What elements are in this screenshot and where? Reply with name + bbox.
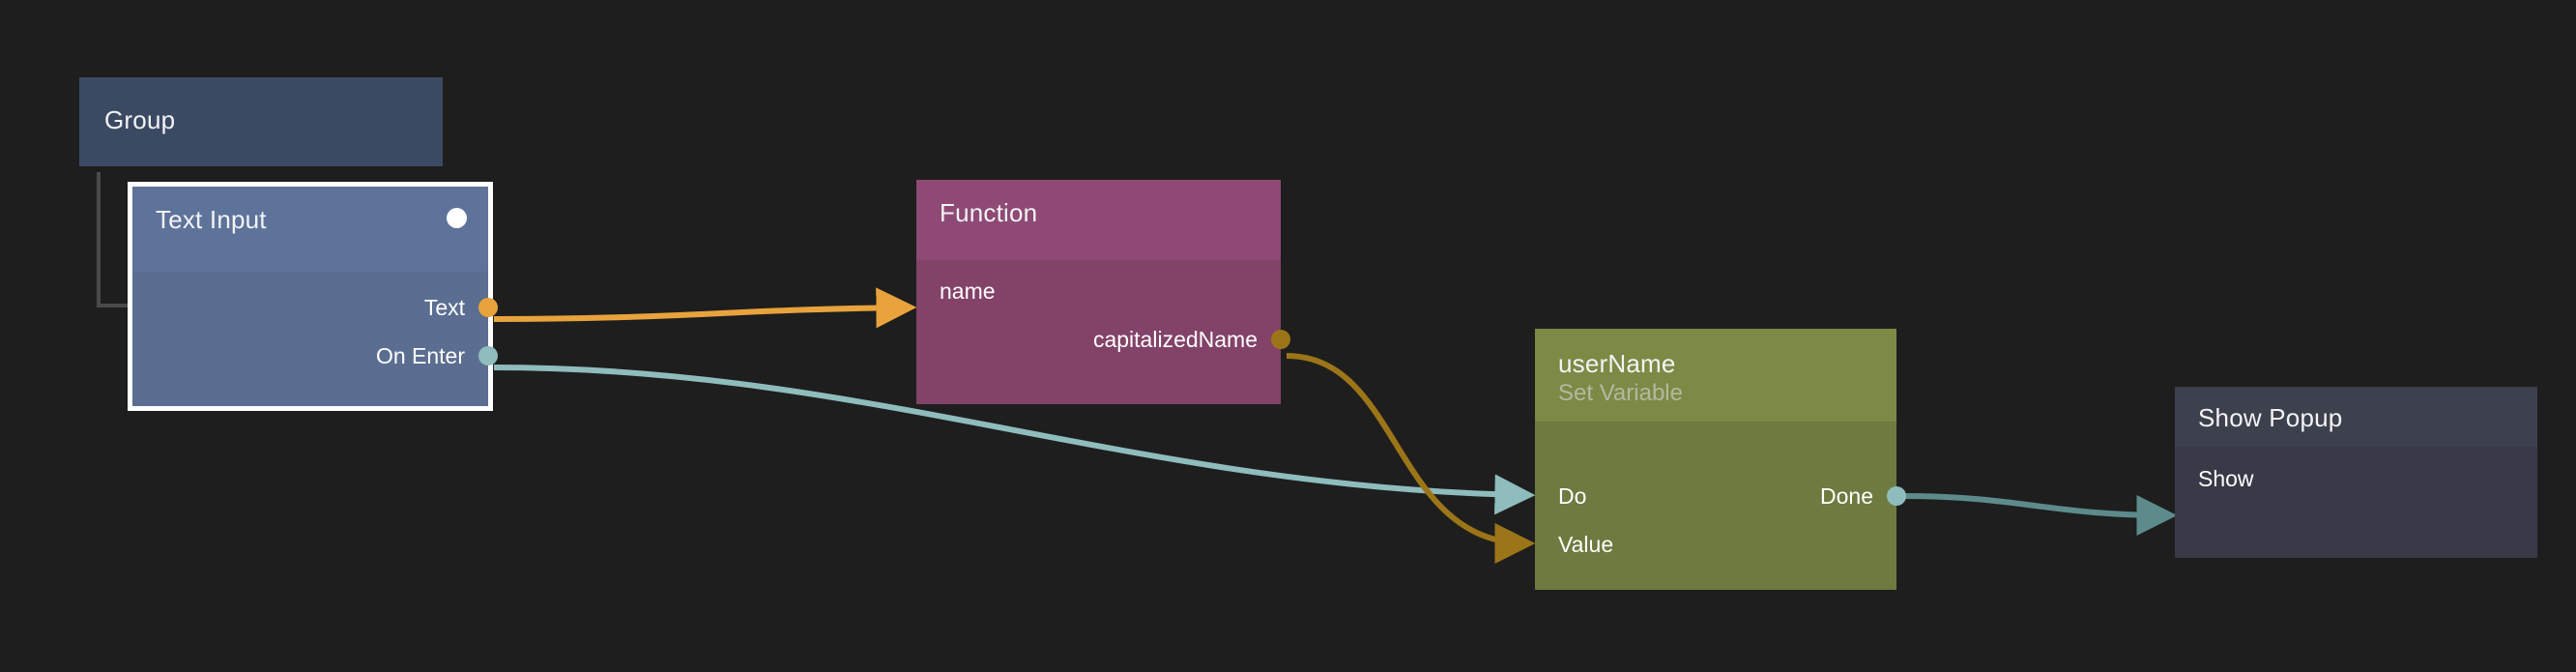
port-label-show: Show <box>2198 466 2254 491</box>
port-do-input[interactable]: Do <box>1535 482 1586 511</box>
show-popup-body: Show <box>2175 447 2537 558</box>
set-variable-title: userName <box>1558 349 1676 378</box>
node-text-input[interactable]: Text Input Text On Enter <box>128 182 498 411</box>
group-bracket-line <box>97 172 135 307</box>
wire-capitalizedname-to-value <box>1286 353 1536 564</box>
node-group[interactable]: Group <box>79 77 443 166</box>
set-variable-header: userName Set Variable <box>1535 329 1896 422</box>
port-label-capitalized-name: capitalizedName <box>1092 327 1258 352</box>
text-input-header: Text Input <box>132 187 488 272</box>
port-text-output[interactable]: Text <box>423 293 498 322</box>
port-label-on-enter: On Enter <box>375 343 465 368</box>
text-input-title: Text Input <box>156 205 267 234</box>
text-input-body: Text On Enter <box>132 272 498 406</box>
port-dot-capitalized-name[interactable] <box>1271 330 1290 349</box>
port-label-do: Do <box>1558 483 1587 509</box>
group-title: Group <box>104 105 176 134</box>
show-popup-header: Show Popup <box>2175 387 2537 447</box>
port-dot-text[interactable] <box>478 298 498 317</box>
set-variable-body: Do Value Done <box>1535 422 1906 590</box>
status-dot-icon <box>447 208 467 228</box>
node-set-variable[interactable]: userName Set Variable Do Value Done <box>1535 329 1906 590</box>
port-done-output[interactable]: Done <box>1820 482 1906 511</box>
function-body: name capitalizedName <box>916 260 1290 404</box>
port-label-name: name <box>940 278 996 304</box>
port-dot-on-enter[interactable] <box>478 346 498 365</box>
port-onenter-output[interactable]: On Enter <box>375 341 498 370</box>
port-value-input[interactable]: Value <box>1535 530 1613 559</box>
function-title: Function <box>940 198 1038 227</box>
wire-text-to-name <box>493 287 917 329</box>
port-show-input[interactable]: Show <box>2175 464 2254 493</box>
port-capitalizedname-output[interactable]: capitalizedName <box>1092 325 1290 354</box>
show-popup-title: Show Popup <box>2198 403 2343 432</box>
node-show-popup[interactable]: Show Popup Show <box>2175 387 2537 558</box>
function-header: Function <box>916 180 1281 260</box>
port-label-done: Done <box>1820 483 1873 509</box>
node-function[interactable]: Function name capitalizedName <box>916 180 1290 404</box>
wire-done-to-show <box>1901 493 2178 536</box>
port-label-text: Text <box>423 295 465 320</box>
port-name-input[interactable]: name <box>916 277 996 306</box>
port-label-value: Value <box>1558 532 1614 557</box>
port-dot-done[interactable] <box>1887 486 1906 506</box>
set-variable-subtitle: Set Variable <box>1558 380 1683 406</box>
